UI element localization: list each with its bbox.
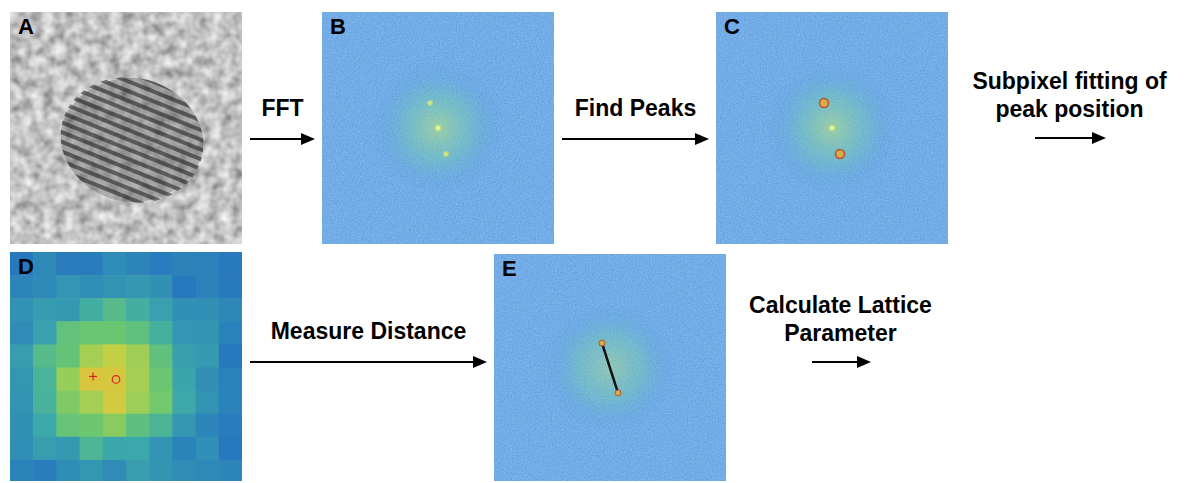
image-panel: D: [10, 252, 242, 481]
process-arrow: [562, 133, 709, 145]
image-panel: B: [322, 12, 554, 244]
step-label: Subpixel fitting of peak position: [962, 68, 1177, 123]
process-arrow: [250, 133, 315, 145]
panel-letter: E: [494, 254, 517, 281]
image-panel: C: [716, 12, 948, 244]
edge-label: FFT: [261, 95, 303, 123]
fft-image: [716, 12, 948, 244]
image-panel: A: [10, 12, 242, 244]
step-label: Calculate Lattice Parameter: [728, 292, 953, 347]
image-panel: E: [494, 254, 726, 481]
fft-image: [494, 254, 726, 481]
panel-letter: A: [10, 12, 34, 39]
edge-label: Find Peaks: [575, 95, 696, 123]
heatmap-image: [10, 252, 242, 481]
panel-letter: C: [716, 12, 740, 39]
process-arrow: [1035, 132, 1106, 144]
tem-image: [10, 12, 242, 244]
panel-letter: D: [10, 252, 34, 279]
process-arrow: [250, 356, 487, 368]
fft-image: [322, 12, 554, 244]
edge-label: Measure Distance: [271, 318, 467, 346]
panel-letter: B: [322, 12, 346, 39]
process-arrow: [812, 356, 871, 368]
